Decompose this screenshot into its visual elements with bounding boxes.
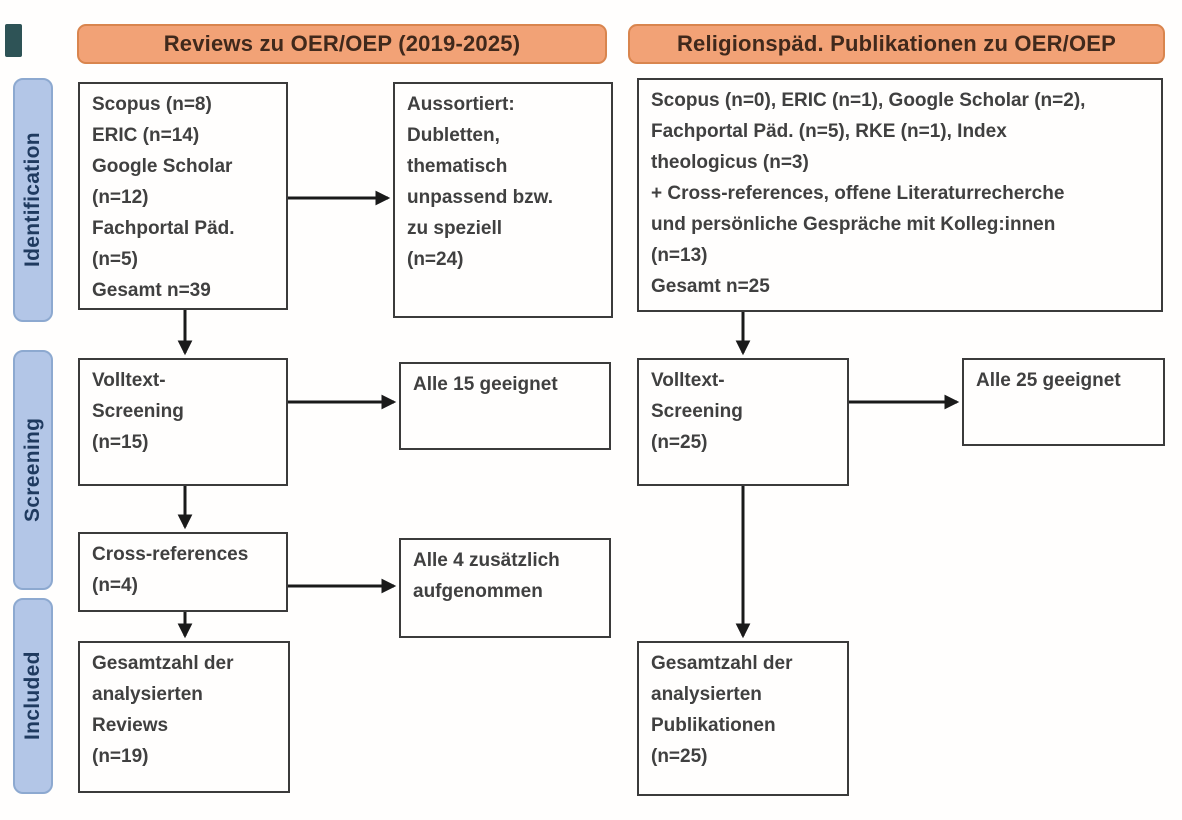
corner-artifact-mark bbox=[5, 24, 22, 57]
box-left-crossreferences-result: Alle 4 zusätzlich aufgenommen bbox=[399, 538, 611, 638]
stage-label-identification: Identification bbox=[13, 78, 53, 322]
box-right-fulltext-screening: Volltext- Screening (n=25) bbox=[637, 358, 849, 486]
stage-label-screening-text: Screening bbox=[21, 417, 44, 523]
box-right-included-total: Gesamtzahl der analysierten Publikatione… bbox=[637, 641, 849, 796]
box-right-fulltext-result: Alle 25 geeignet bbox=[962, 358, 1165, 446]
box-left-fulltext-screening-text: Volltext- Screening (n=15) bbox=[92, 370, 184, 453]
stage-label-included-text: Included bbox=[21, 651, 44, 741]
box-left-crossreferences-text: Cross-references (n=4) bbox=[92, 544, 249, 596]
box-left-excluded: Aussortiert: Dubletten, thematisch unpas… bbox=[393, 82, 613, 318]
box-left-crossreferences-result-text: Alle 4 zusätzlich aufgenommen bbox=[413, 550, 560, 602]
box-right-identification-sources-text: Scopus (n=0), ERIC (n=1), Google Scholar… bbox=[651, 90, 1086, 297]
box-right-fulltext-result-text: Alle 25 geeignet bbox=[976, 370, 1121, 391]
box-left-crossreferences: Cross-references (n=4) bbox=[78, 532, 288, 612]
box-right-included-total-text: Gesamtzahl der analysierten Publikatione… bbox=[651, 653, 793, 767]
column-header-reviews: Reviews zu OER/OEP (2019-2025) bbox=[77, 24, 607, 64]
box-left-included-total-text: Gesamtzahl der analysierten Reviews (n=1… bbox=[92, 653, 234, 767]
box-left-identification-sources-text: Scopus (n=8) ERIC (n=14) Google Scholar … bbox=[92, 94, 235, 301]
column-header-religionspaed: Religionspäd. Publikationen zu OER/OEP bbox=[628, 24, 1165, 64]
box-left-excluded-text: Aussortiert: Dubletten, thematisch unpas… bbox=[407, 94, 554, 270]
box-left-identification-sources: Scopus (n=8) ERIC (n=14) Google Scholar … bbox=[78, 82, 288, 310]
stage-label-screening: Screening bbox=[13, 350, 53, 590]
column-header-reviews-label: Reviews zu OER/OEP (2019-2025) bbox=[163, 31, 521, 56]
stage-label-included: Included bbox=[13, 598, 53, 794]
box-left-included-total: Gesamtzahl der analysierten Reviews (n=1… bbox=[78, 641, 290, 793]
box-right-fulltext-screening-text: Volltext- Screening (n=25) bbox=[651, 370, 743, 453]
stage-label-identification-text: Identification bbox=[21, 132, 44, 268]
box-right-identification-sources: Scopus (n=0), ERIC (n=1), Google Scholar… bbox=[637, 78, 1163, 312]
column-header-religionspaed-label: Religionspäd. Publikationen zu OER/OEP bbox=[676, 31, 1117, 56]
box-left-fulltext-result: Alle 15 geeignet bbox=[399, 362, 611, 450]
box-left-fulltext-result-text: Alle 15 geeignet bbox=[413, 374, 558, 395]
box-left-fulltext-screening: Volltext- Screening (n=15) bbox=[78, 358, 288, 486]
